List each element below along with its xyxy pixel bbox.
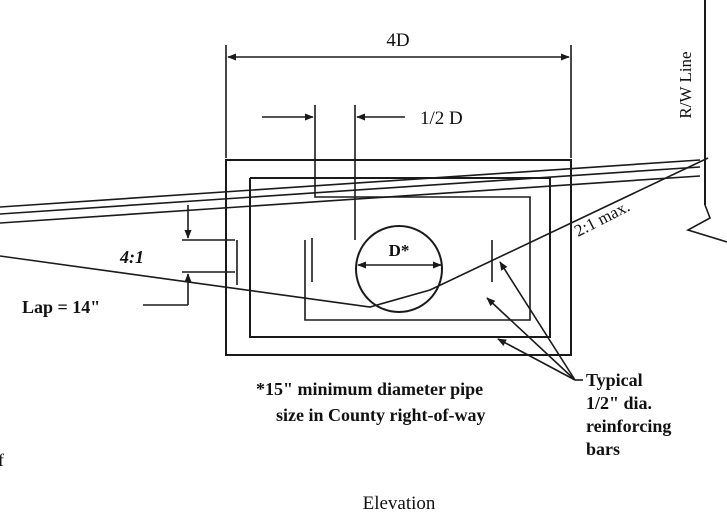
rebar-label-line-4: bars xyxy=(586,439,620,459)
edge-fragment-text: f xyxy=(0,450,4,470)
road-line-1 xyxy=(0,159,701,208)
inner-reinforcement-outline xyxy=(249,177,551,338)
label-pipe-diameter: D* xyxy=(389,241,410,260)
rw-break-symbol xyxy=(685,204,727,243)
label-lap: Lap = 14" xyxy=(22,297,100,317)
rebar-label-line-2: 1/2" dia. xyxy=(586,393,652,413)
pipe-note-line-2: size in County right-of-way xyxy=(276,405,486,425)
label-slope-right: 2:1 max. xyxy=(571,197,633,241)
pipe-circle xyxy=(355,225,443,313)
rebar-leader-2 xyxy=(486,297,576,381)
headwall-outer-outline xyxy=(225,159,572,356)
road-line-3 xyxy=(0,175,701,224)
inner-box-outline xyxy=(304,195,531,321)
view-title: Elevation xyxy=(363,493,436,514)
rebar-leader-1 xyxy=(499,261,576,381)
road-line-2 xyxy=(0,166,701,215)
rebar-label-line-1: Typical xyxy=(586,370,643,390)
label-rw-line: R/W Line xyxy=(676,51,695,118)
label-4d: 4D xyxy=(386,30,409,51)
rebar-label-line-3: reinforcing xyxy=(586,416,671,436)
pipe-note-line-1: *15" minimum diameter pipe xyxy=(256,379,483,399)
label-slope-left: 4:1 xyxy=(119,247,144,267)
label-half-d: 1/2 D xyxy=(420,108,463,129)
rebar-leader-3 xyxy=(497,338,576,381)
slope-profile-line xyxy=(0,157,709,308)
